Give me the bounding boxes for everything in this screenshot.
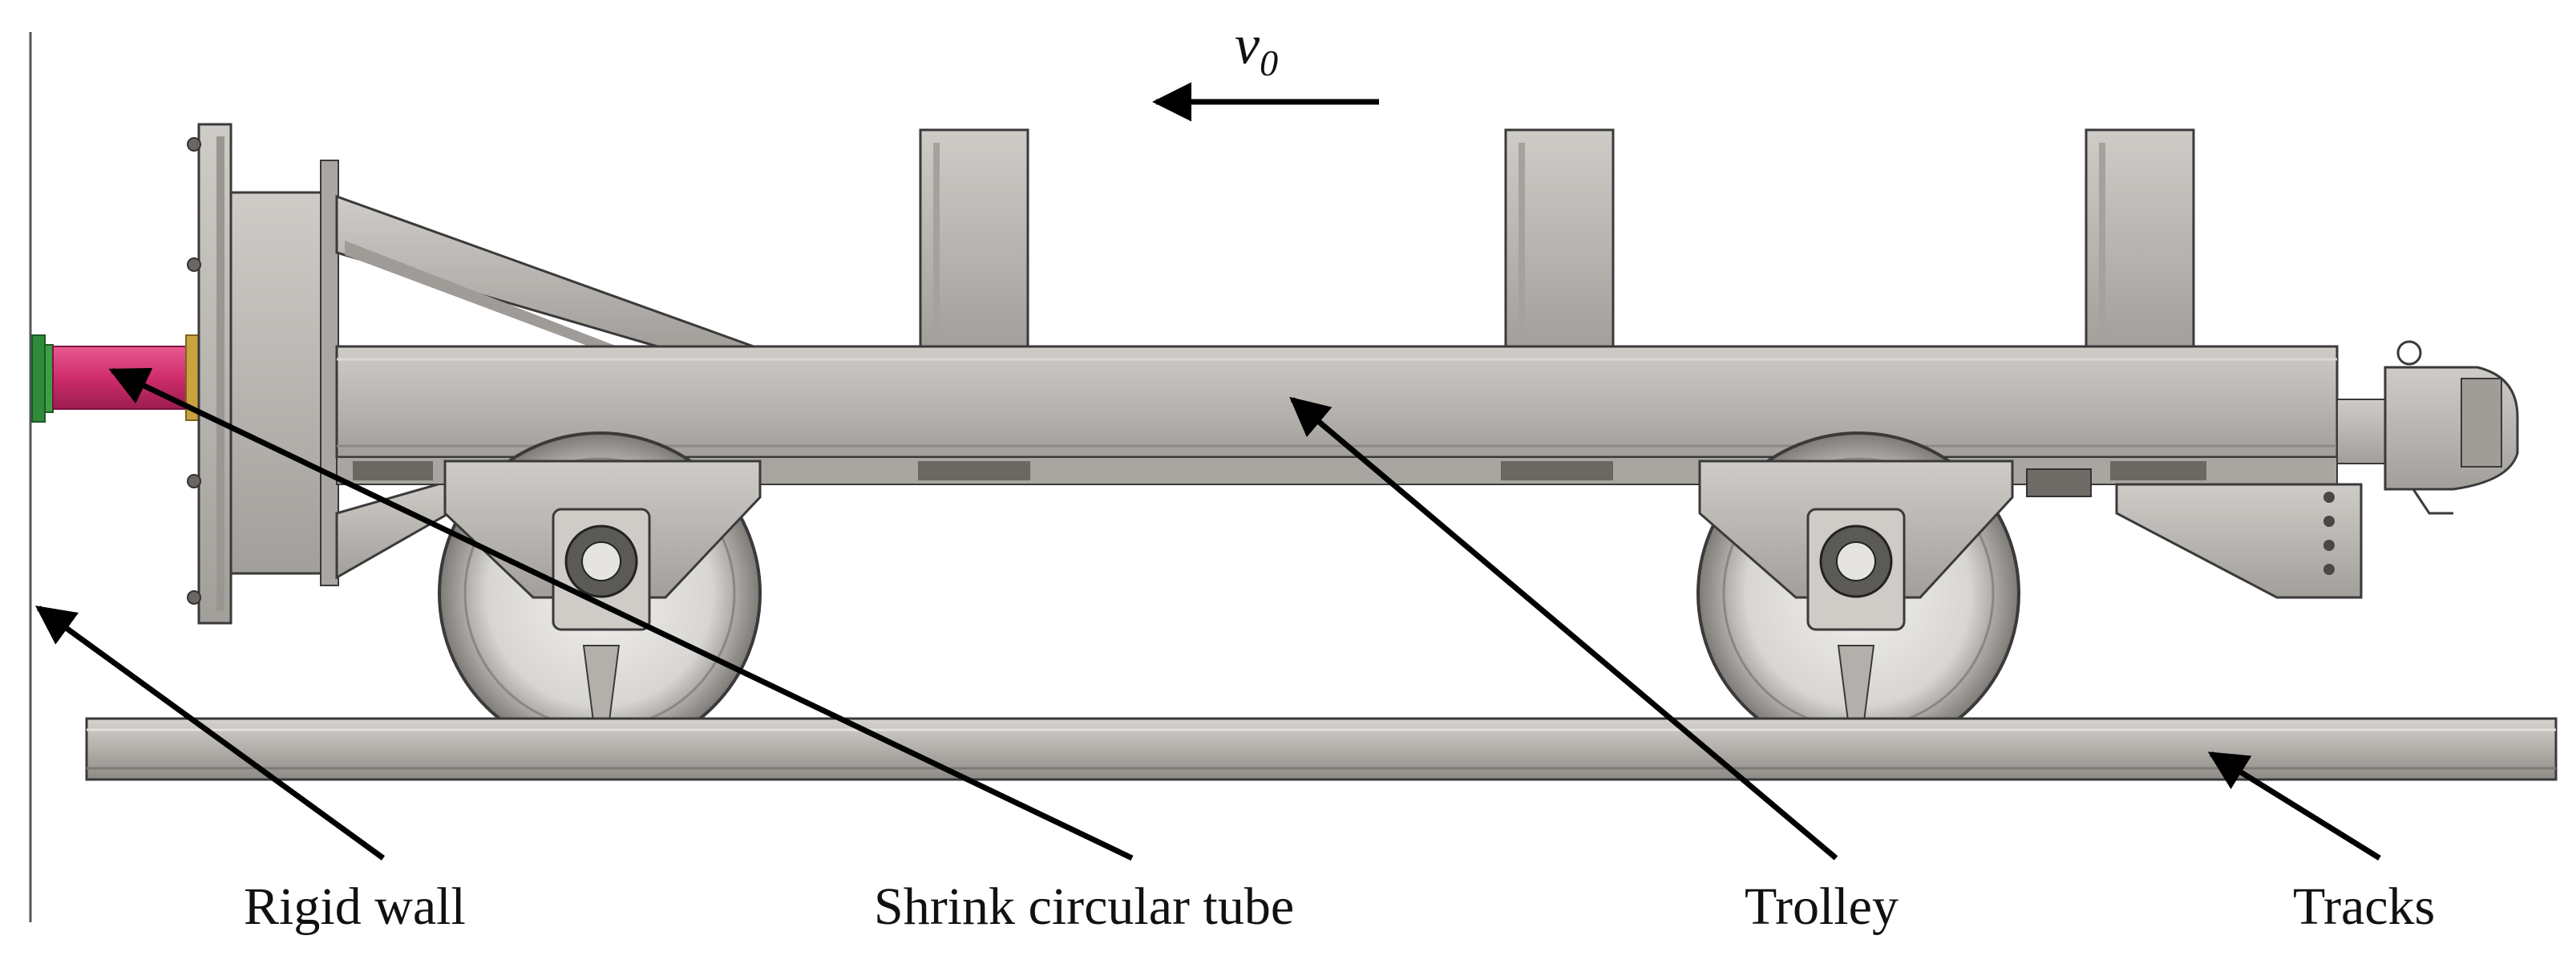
tracks-label: Tracks bbox=[2293, 877, 2436, 936]
front-wheelset bbox=[438, 431, 762, 755]
rigid-wall-label: Rigid wall bbox=[244, 877, 466, 936]
rear-wheelset bbox=[1696, 431, 2020, 755]
rear-coupler bbox=[2336, 340, 2519, 515]
wall-plate bbox=[31, 334, 54, 423]
trolley-label: Trolley bbox=[1745, 877, 1899, 936]
velocity-label: v0 bbox=[1235, 18, 1278, 82]
diagonal-strut bbox=[335, 194, 754, 580]
rigid-wall-pointer bbox=[35, 605, 386, 861]
front-mounting-plate bbox=[187, 123, 233, 625]
shrink-tube-label: Shrink circular tube bbox=[874, 877, 1295, 936]
rear-bracket bbox=[2026, 468, 2363, 599]
tracks-pointer bbox=[2207, 751, 2381, 861]
velocity-subscript: 0 bbox=[1260, 43, 1279, 83]
track-rail bbox=[85, 717, 2558, 781]
trolley-pointer bbox=[1289, 396, 1838, 861]
upright-posts bbox=[919, 128, 2195, 351]
velocity-symbol: v bbox=[1235, 14, 1260, 76]
shrink-tube-pointer bbox=[108, 367, 1134, 861]
front-block bbox=[229, 160, 339, 586]
